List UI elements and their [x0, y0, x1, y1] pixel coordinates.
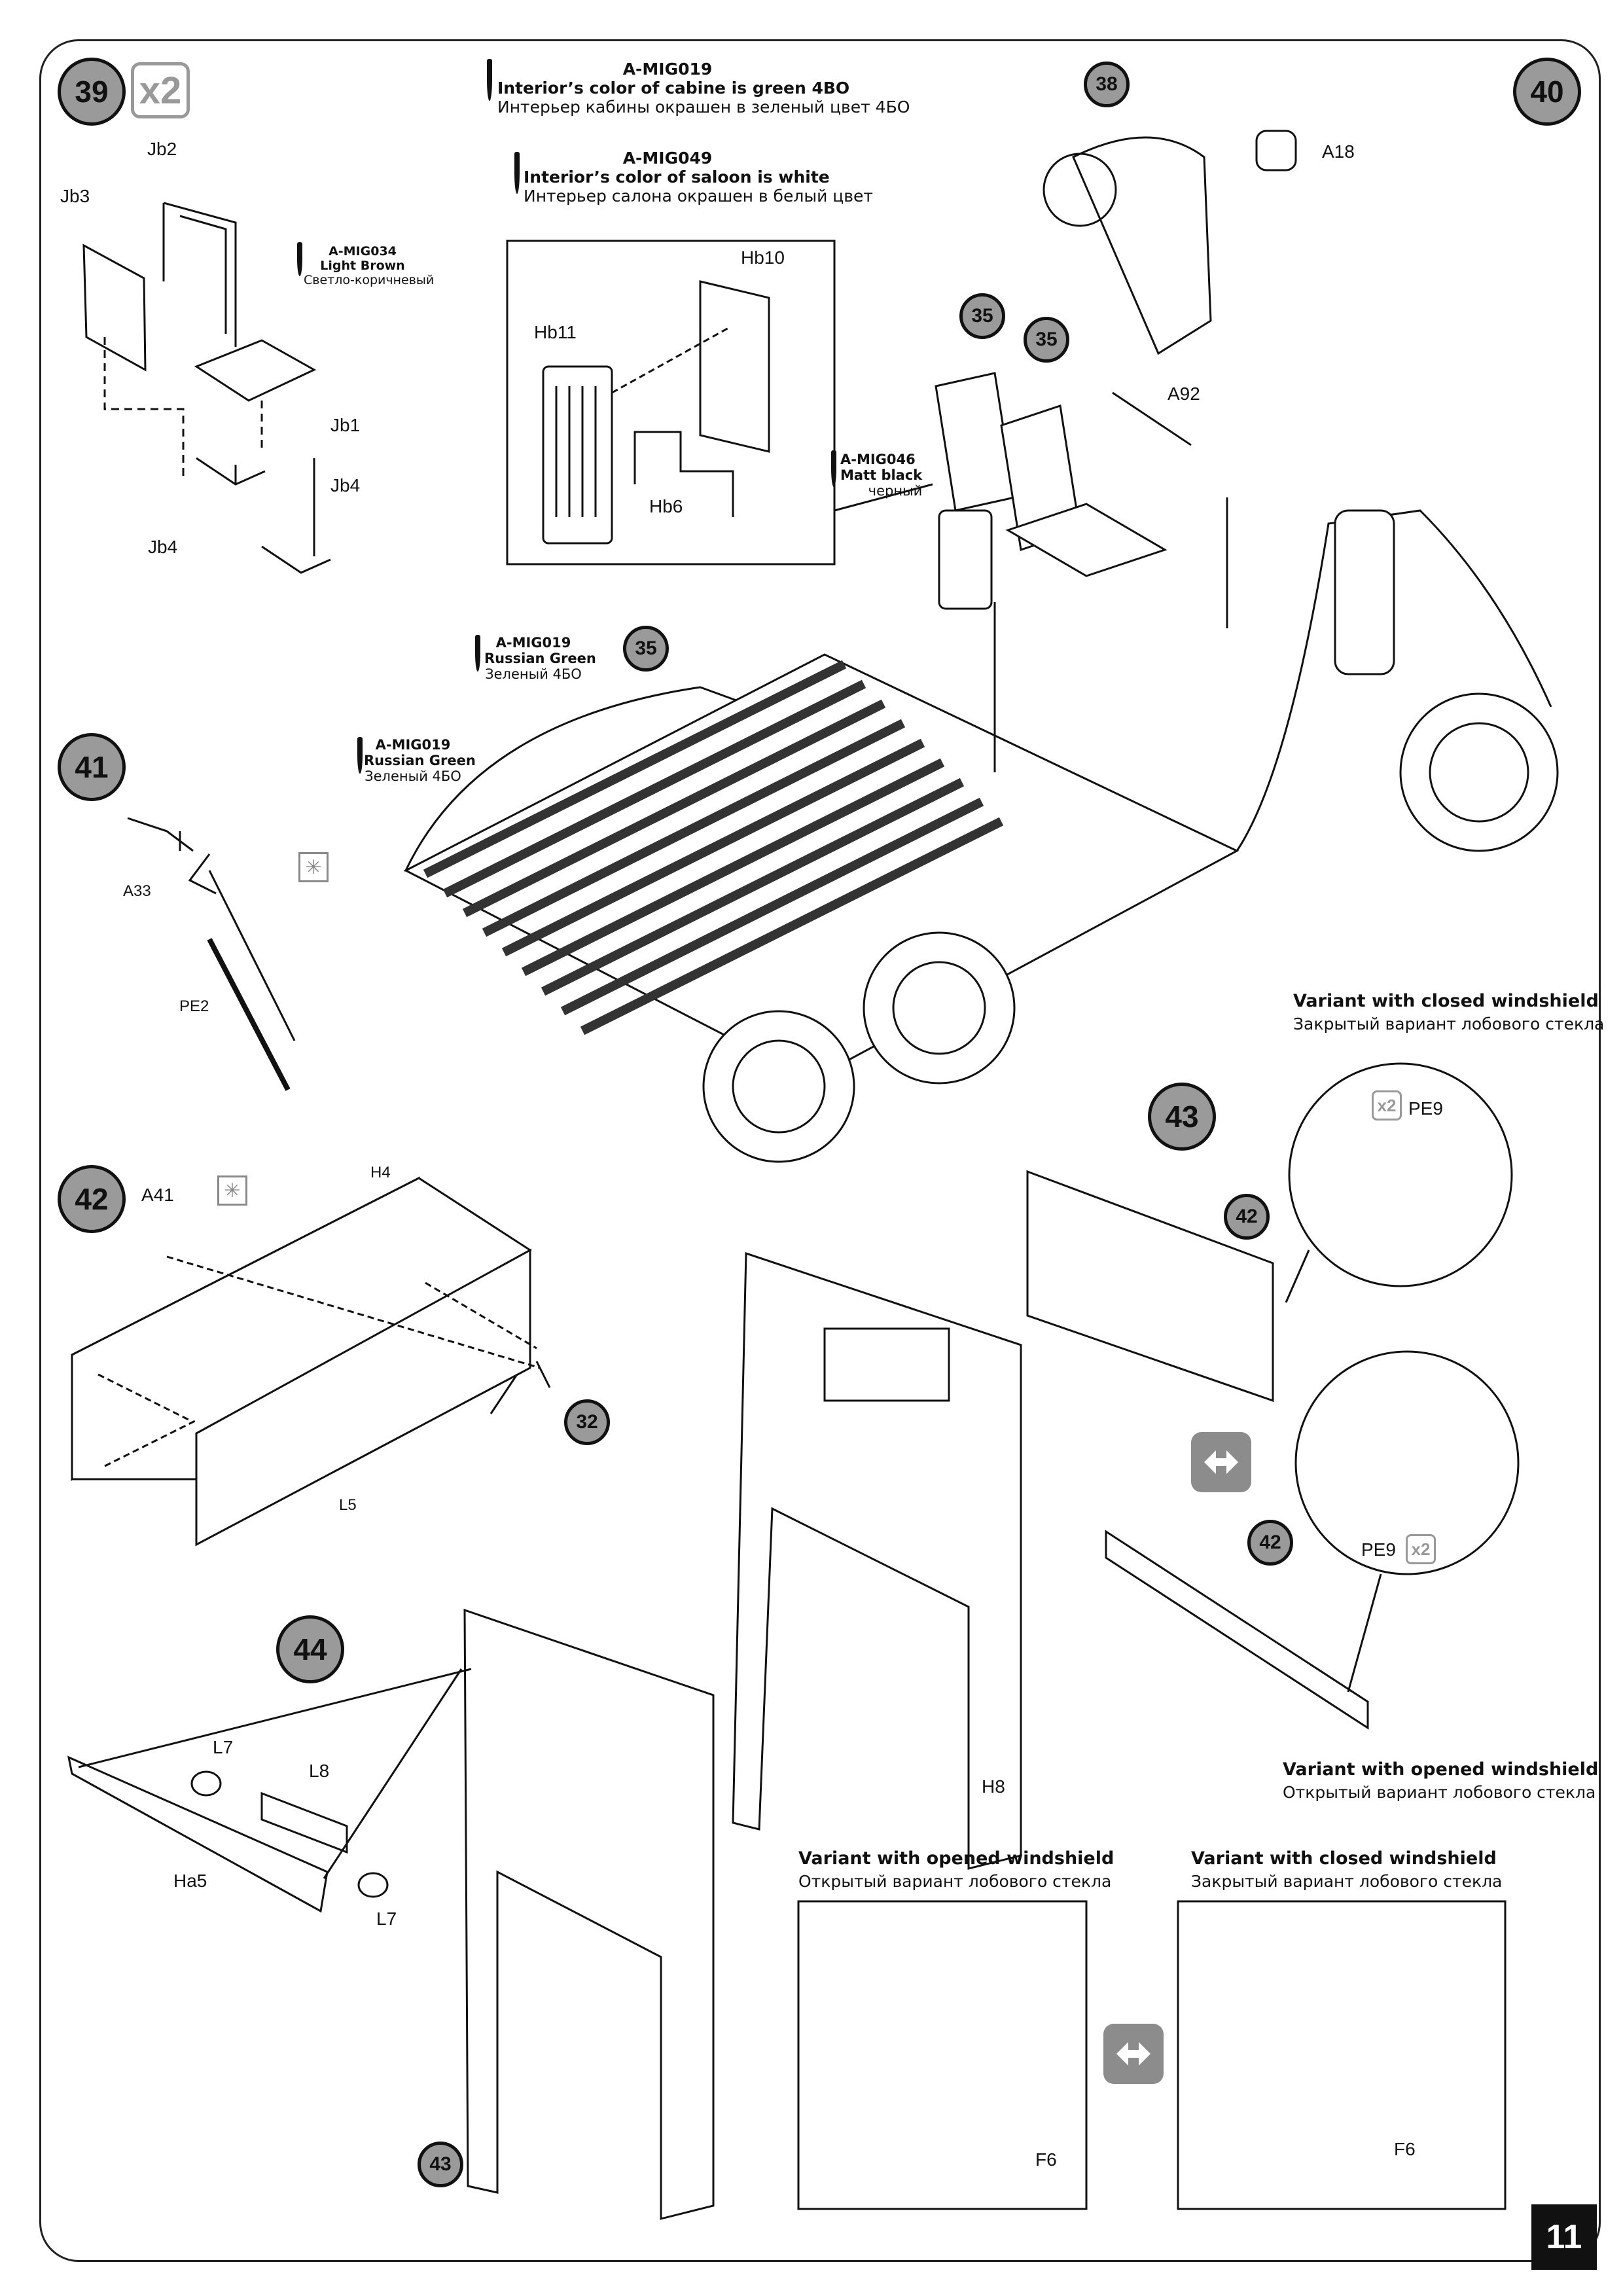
part-label: A33 [123, 882, 151, 900]
part-label: Hb10 [741, 247, 785, 268]
ref-42-badge-b: 42 [1247, 1520, 1293, 1566]
part-label: Jb4 [330, 475, 361, 495]
part-label: H8 [982, 1776, 1005, 1797]
brush-icon [297, 242, 302, 276]
multiplier-badge-small: x2 [1372, 1090, 1402, 1121]
part-label: A18 [1322, 141, 1355, 162]
variant-caption-closed-top: Variant with closed windshield Закрытый … [1293, 991, 1605, 1034]
wiper-drawing [127, 817, 296, 1091]
part-label: L7 [213, 1737, 234, 1757]
part-label: Hb11 [534, 322, 577, 342]
truck-chassis-drawing [403, 130, 1559, 1163]
part-label: L7 [376, 1909, 397, 1929]
variant-caption-opened-bottom: Variant with opened windshield Открытый … [798, 1848, 1115, 1892]
part-label: Jb3 [60, 186, 90, 206]
ref-42-badge-a: 42 [1224, 1194, 1270, 1240]
brush-icon [831, 450, 836, 487]
part-label: F6 [1035, 2149, 1057, 2170]
part-label: F6 [1394, 2139, 1416, 2159]
swap-arrows-icon [1103, 2024, 1164, 2084]
paint-callout-brown: A-MIG034 Light Brown Светло-коричневый [304, 244, 435, 287]
brush-icon [475, 635, 480, 672]
part-label: Jb1 [330, 415, 361, 435]
paint-callout-saloon: A-MIG049 Interior’s color of saloon is w… [524, 149, 873, 206]
ref-43-badge: 43 [418, 2142, 463, 2187]
part-label: H4 [370, 1164, 391, 1181]
seat-assembly-drawing [82, 202, 331, 574]
ref-35-badge-c: 35 [623, 626, 669, 672]
paint-callout-black: A-MIG046 Matt black черный [840, 452, 923, 499]
multiplier-badge-small: x2 [1406, 1534, 1436, 1564]
step-41-badge: 41 [58, 733, 126, 801]
part-label: L8 [309, 1761, 330, 1781]
paint-callout-green-1: A-MIG019 Russian Green Зеленый 4БО [484, 635, 596, 683]
ref-35-badge-a: 35 [959, 293, 1005, 339]
step-43-badge: 43 [1148, 1083, 1216, 1151]
heater-detail-box [506, 240, 933, 565]
dashboard-assembly-drawing [67, 1608, 1507, 2220]
part-label: PE9 [1408, 1098, 1443, 1119]
variant-caption-opened-right: Variant with opened windshield Открытый … [1283, 1759, 1599, 1803]
variant-caption-closed-bottom: Variant with closed windshield Закрытый … [1191, 1848, 1503, 1892]
step-39-badge: 39 [58, 58, 126, 126]
step-42-badge: 42 [58, 1165, 126, 1233]
step-40-badge: 40 [1513, 58, 1581, 126]
part-label: PE9 [1361, 1539, 1396, 1560]
part-label: Hb6 [649, 496, 683, 516]
brush-icon [357, 737, 363, 774]
part-label: Ha5 [173, 1871, 207, 1891]
page-number: 11 [1531, 2204, 1597, 2270]
part-label: A92 [1168, 384, 1200, 404]
ref-35-badge-b: 35 [1024, 317, 1069, 363]
paint-callout-green-2: A-MIG019 Russian Green Зеленый 4БО [364, 737, 476, 785]
part-label: Jb2 [147, 139, 177, 159]
brush-icon [487, 59, 492, 101]
windshield-frame-drawing [732, 1062, 1520, 1870]
part-label: PE2 [179, 997, 209, 1015]
brush-icon [514, 152, 520, 194]
swap-arrows-icon [1191, 1432, 1251, 1492]
ref-38-badge: 38 [1084, 62, 1130, 107]
page-border [39, 39, 1601, 2262]
paint-callout-cabine: A-MIG019 Interior’s color of cabine is g… [497, 60, 910, 117]
part-label: L5 [339, 1496, 357, 1514]
part-label: A41 [141, 1185, 174, 1205]
ref-32-badge: 32 [564, 1399, 610, 1445]
photo-etch-icon: ✳ [217, 1175, 247, 1206]
side-panel-drawing [71, 1176, 551, 1547]
photo-etch-icon: ✳ [298, 852, 329, 882]
step-44-badge: 44 [276, 1615, 344, 1683]
part-label: Jb4 [148, 537, 178, 557]
multiplier-badge: x2 [131, 62, 190, 118]
